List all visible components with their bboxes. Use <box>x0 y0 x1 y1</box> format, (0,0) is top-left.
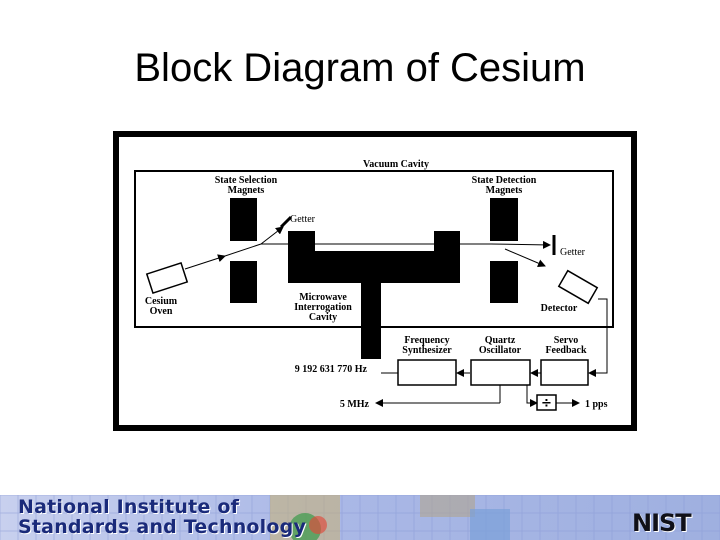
cesium-oven <box>145 261 189 295</box>
cesium-oven-label-2: Oven <box>150 306 173 317</box>
cesium-oven-label-1: Cesium <box>145 296 178 307</box>
quartz-label-2: Oscillator <box>479 345 522 356</box>
state-detection-label-1: State Detection <box>472 175 537 186</box>
frequency-synthesizer-box <box>397 359 457 386</box>
servo-feedback-box <box>540 359 589 386</box>
getter-left-mark <box>279 215 293 229</box>
state-detection-label-2: Magnets <box>486 185 523 196</box>
state-selection-magnet-top <box>230 198 257 241</box>
microwave-label-1: Microwave <box>299 292 347 303</box>
pps-label: 1 pps <box>585 399 608 410</box>
footer-decor-blob-red <box>309 516 327 534</box>
detector-label: Detector <box>541 303 578 314</box>
quartz-oscillator-box <box>470 359 531 386</box>
slide-title: Block Diagram of Cesium <box>134 46 586 90</box>
footer-decor-waves <box>470 509 510 540</box>
beam-oven-to-magnets <box>184 254 226 270</box>
state-selection-label-2: Magnets <box>228 185 265 196</box>
detector <box>557 269 599 305</box>
state-detection-magnet-bottom <box>490 261 518 303</box>
state-selection-magnet-bottom <box>230 261 257 303</box>
footer-institute-line2: Standards and Technology <box>18 516 307 538</box>
diagram-canvas: Vacuum Cavity State Selection Magnets St… <box>119 137 631 425</box>
state-selection-label-1: State Selection <box>215 175 278 186</box>
cesium-clock-block-diagram: Vacuum Cavity State Selection Magnets St… <box>113 131 637 431</box>
getter-left-label: Getter <box>290 214 316 225</box>
footer-decor-gear-image <box>420 495 475 517</box>
servo-label-2: Feedback <box>545 345 587 356</box>
state-detection-magnet-top <box>490 198 518 241</box>
line-to-divider <box>526 385 538 407</box>
footer-banner: National Institute of Standards and Tech… <box>0 495 720 540</box>
beam-to-detector <box>504 248 546 267</box>
freq-synth-label-1: Frequency <box>404 335 449 346</box>
line-detector-to-servo <box>588 298 608 377</box>
microwave-label-3: Cavity <box>309 312 337 323</box>
beam-deflected-to-getter <box>260 226 284 245</box>
vacuum-cavity-label: Vacuum Cavity <box>363 159 429 170</box>
footer-background <box>0 495 720 540</box>
freq-5mhz-label: 5 MHz <box>340 399 370 410</box>
microwave-label-2: Interrogation <box>294 302 352 313</box>
microwave-cavity-shape <box>288 231 460 359</box>
freq-synth-label-2: Synthesizer <box>402 345 452 356</box>
quartz-label-1: Quartz <box>485 335 516 346</box>
footer-institute-line1: National Institute of <box>18 496 240 518</box>
nist-logo: NIST <box>632 509 692 537</box>
divider-symbol: ÷ <box>541 396 552 411</box>
divider-box <box>536 394 557 411</box>
freq-hz-label: 9 192 631 770 Hz <box>295 364 368 375</box>
getter-right-label: Getter <box>560 247 586 258</box>
beam-to-right-getter <box>490 240 551 249</box>
servo-label-1: Servo <box>554 335 578 346</box>
